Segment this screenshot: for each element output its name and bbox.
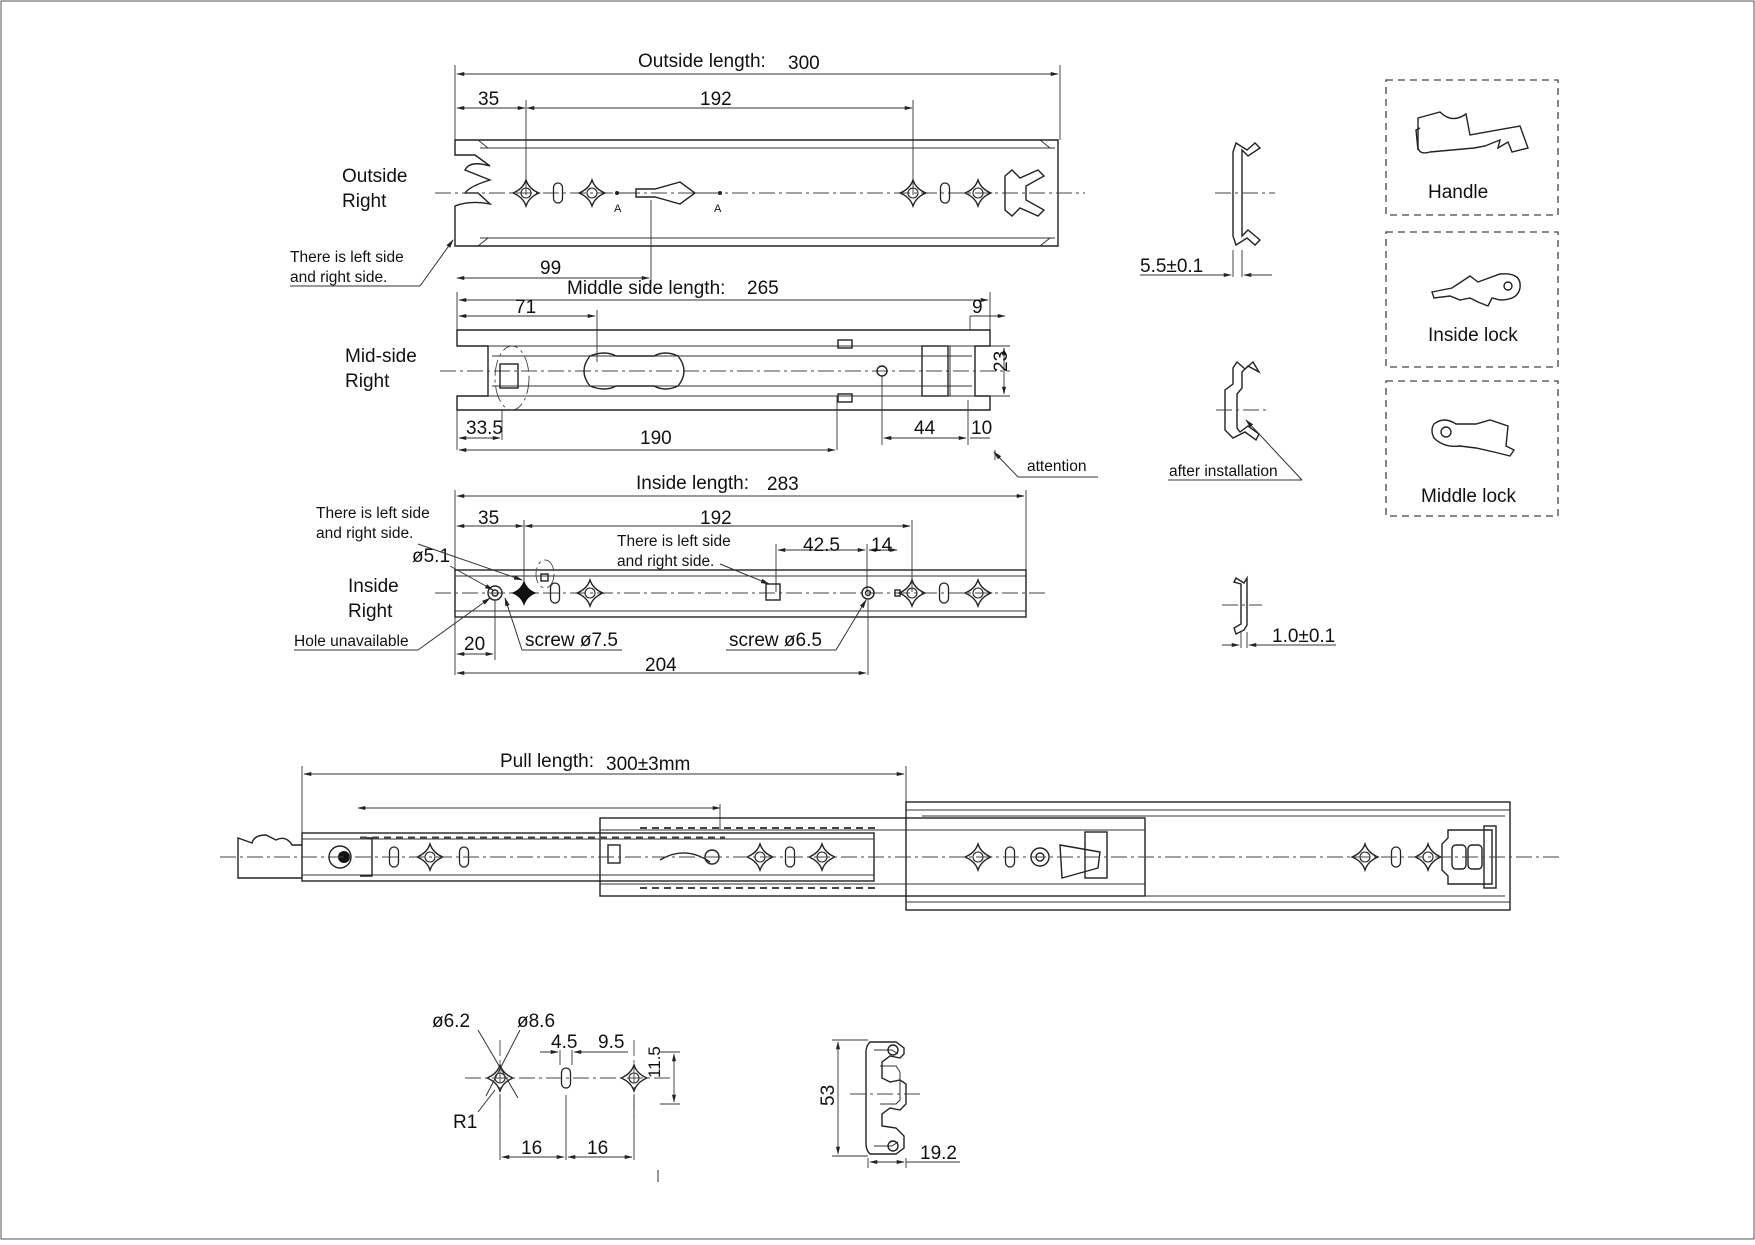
screw-7-5-note: screw ø7.5 xyxy=(525,630,618,651)
inside-length-value: 283 xyxy=(767,474,799,495)
section-mark-a-2: A xyxy=(714,203,722,215)
inside-note-b-1: There is left side xyxy=(617,533,731,550)
mid-dim-23: 23 xyxy=(991,351,1012,372)
extended-assembly-view: Pull length: 300±3mm xyxy=(220,751,1560,911)
inside-rail-body xyxy=(454,569,1027,618)
inside-dim-20: 20 xyxy=(464,634,485,655)
hole-unavailable-note: Hole unavailable xyxy=(294,633,409,650)
inside-dim-42-5: 42.5 xyxy=(803,535,840,556)
inside-note-a-1: There is left side xyxy=(316,505,430,522)
inside-rail-label-1: Inside xyxy=(348,576,399,597)
part-middle-lock-label: Middle lock xyxy=(1421,486,1517,507)
inside-thickness-dim: 1.0±0.1 xyxy=(1272,626,1335,647)
outside-length-value: 300 xyxy=(788,53,820,74)
part-handle-box: Handle xyxy=(1385,79,1559,216)
inside-dim-204: 204 xyxy=(645,655,677,676)
hole-dim-d8-6: ø8.6 xyxy=(517,1011,555,1032)
part-middle-lock-box: Middle lock xyxy=(1385,380,1559,517)
outside-dim-99: 99 xyxy=(540,258,561,279)
hole-pitch-16-b: 16 xyxy=(587,1138,608,1159)
profile-details: 5.5±0.1 after installation 1.0±0.1 xyxy=(1140,141,1336,648)
inside-length-label: Inside length: xyxy=(636,473,749,494)
outside-rail-label-1: Outside xyxy=(342,166,407,187)
outside-thickness-dim: 5.5±0.1 xyxy=(1140,256,1203,277)
pull-length-value: 300±3mm xyxy=(606,754,690,775)
middle-rail-view: Mid-side Right Middle side length: 265 7… xyxy=(345,278,1098,478)
hole-detail-view: ø6.2 ø8.6 4.5 9.5 11.5 R1 16 16 xyxy=(432,1011,680,1160)
outside-rail-label-2: Right xyxy=(342,191,387,212)
cross-section-width: 19.2 xyxy=(920,1143,957,1164)
after-installation-note: after installation xyxy=(1169,463,1278,480)
section-mark-a-1: A xyxy=(614,203,622,215)
mid-dim-10: 10 xyxy=(971,418,992,439)
rail-cross-section: 53 19.2 xyxy=(818,1039,960,1168)
inside-rail-label-2: Right xyxy=(348,601,393,622)
inside-note-b-2: and right side. xyxy=(617,553,714,570)
part-handle-label: Handle xyxy=(1428,182,1488,203)
inside-rail-view: Inside Right Inside length: 283 35 192 4… xyxy=(294,473,1045,676)
hole-dim-r1: R1 xyxy=(453,1112,477,1133)
outside-note-2: and right side. xyxy=(290,269,387,286)
outside-length-label: Outside length: xyxy=(638,51,766,72)
hole-pitch-16-a: 16 xyxy=(521,1138,542,1159)
mid-dim-44: 44 xyxy=(914,418,936,439)
mid-dim-71: 71 xyxy=(515,297,536,318)
hole-dim-4-5: 4.5 xyxy=(551,1032,577,1053)
inside-dim-192: 192 xyxy=(700,508,732,529)
mid-rail-body xyxy=(456,329,991,411)
outside-rail-view: Outside Right Outside length: 300 35 192 xyxy=(290,51,1085,287)
part-inside-lock-label: Inside lock xyxy=(1428,325,1518,346)
inside-note-a-2: and right side. xyxy=(316,525,413,542)
outside-rail-body xyxy=(454,139,1059,247)
mid-length-label: Middle side length: xyxy=(567,278,725,299)
mid-rail-label-2: Right xyxy=(345,371,390,392)
hole-dim-9-5: 9.5 xyxy=(598,1032,624,1053)
screw-6-5-note: screw ø6.5 xyxy=(729,630,822,651)
mid-rail-label-1: Mid-side xyxy=(345,346,417,367)
pull-length-label: Pull length: xyxy=(500,751,594,772)
inside-dim-14: 14 xyxy=(871,535,893,556)
cross-section-height: 53 xyxy=(818,1085,839,1106)
mid-dim-9: 9 xyxy=(972,297,983,318)
inside-dim-35: 35 xyxy=(478,508,499,529)
mid-dim-190: 190 xyxy=(640,428,672,449)
inside-dim-d5-1: ø5.1 xyxy=(412,546,450,567)
outside-note-1: There is left side xyxy=(290,249,404,266)
mid-dim-33-5: 33.5 xyxy=(466,418,503,439)
outside-dim-35: 35 xyxy=(478,89,499,110)
mid-length-value: 265 xyxy=(747,278,779,299)
part-inside-lock-box: Inside lock xyxy=(1385,231,1559,368)
hole-dim-11-5: 11.5 xyxy=(645,1046,664,1078)
hole-dim-d6-2: ø6.2 xyxy=(432,1011,470,1032)
outside-dim-192: 192 xyxy=(700,89,732,110)
attention-note: attention xyxy=(1027,458,1086,475)
